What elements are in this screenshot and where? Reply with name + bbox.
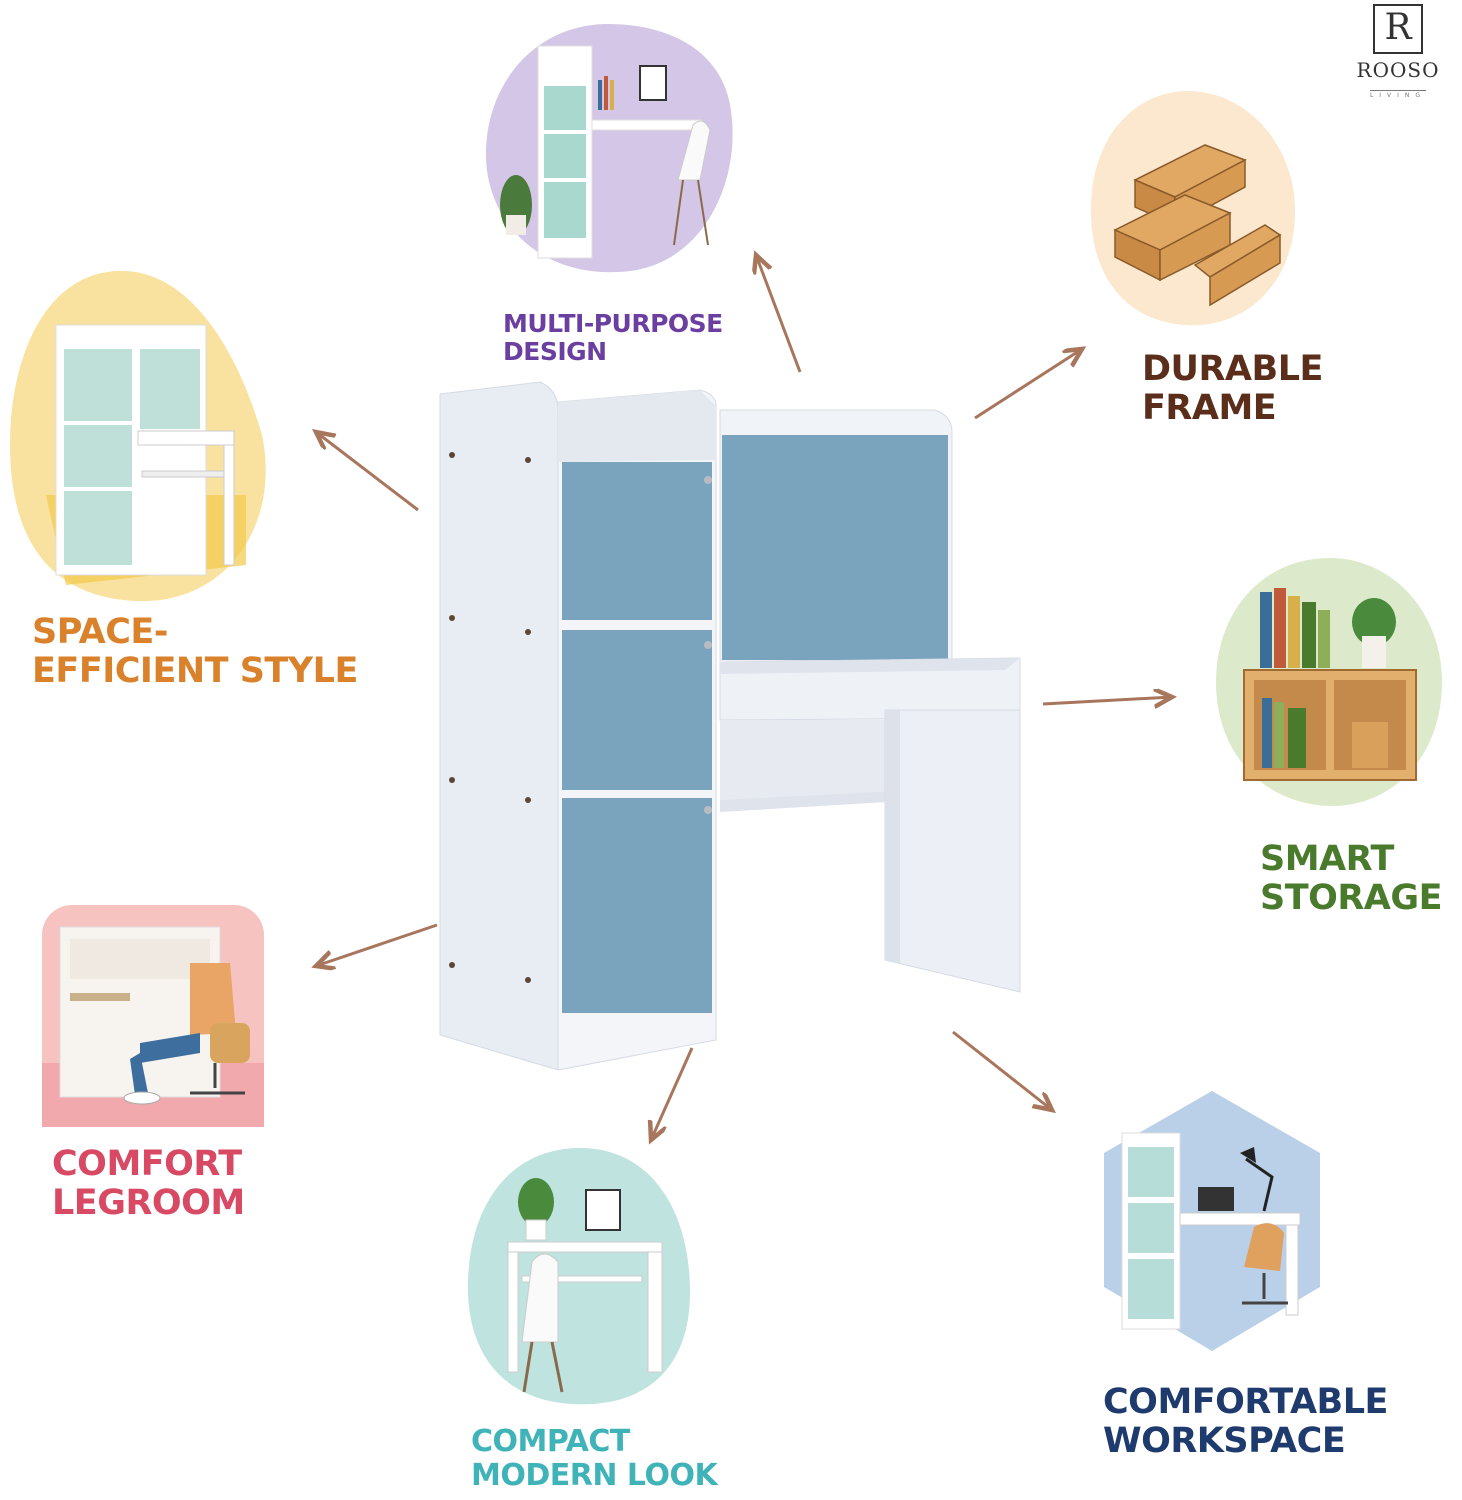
compact-line1: COMPACT — [471, 1424, 630, 1459]
durable-frame-illustration — [1090, 90, 1296, 326]
legroom-line1: COMFORT — [52, 1144, 242, 1184]
arrow-legroom — [316, 923, 438, 966]
compact-line2: MODERN LOOK — [471, 1457, 718, 1493]
study-desk-illustration — [439, 381, 1021, 1071]
arrow-durable — [974, 349, 1082, 420]
multi-purpose-illustration — [485, 24, 733, 273]
workspace-line1: COMFORTABLE — [1103, 1382, 1388, 1422]
desk-back-panel — [722, 435, 948, 660]
cabinet-door-bottom — [562, 798, 712, 1013]
comfortable-workspace-illustration — [1104, 1091, 1320, 1351]
space-efficient-label: SPACE- EFFICIENT STYLE — [32, 612, 358, 692]
cabinet-door-top — [562, 462, 712, 620]
multi-purpose-line1: MULTI-PURPOSE — [503, 309, 723, 338]
space-line2: EFFICIENT STYLE — [32, 651, 358, 692]
comfort-legroom-illustration — [42, 905, 264, 1127]
workspace-line2: WORKSPACE — [1103, 1421, 1346, 1462]
durable-line1: DURABLE — [1142, 349, 1323, 389]
space-efficient-illustration — [10, 270, 266, 602]
multi-purpose-line2: DESIGN — [503, 337, 607, 366]
compact-modern-illustration — [467, 1148, 690, 1405]
brand-mark: R — [1373, 4, 1423, 54]
arrow-space — [316, 432, 419, 512]
compact-modern-label: COMPACT MODERN LOOK — [471, 1424, 718, 1493]
arrow-workspace — [952, 1030, 1052, 1110]
legroom-line2: LEGROOM — [52, 1183, 245, 1224]
arrow-storage — [1042, 697, 1172, 704]
smart-storage-label: SMART STORAGE — [1260, 839, 1443, 919]
smart-storage-illustration — [1216, 558, 1442, 807]
brand-name: ROOSO — [1356, 58, 1440, 82]
multi-purpose-label: MULTI-PURPOSE DESIGN — [503, 310, 723, 366]
storage-line1: SMART — [1260, 839, 1394, 879]
space-line1: SPACE- — [32, 612, 168, 652]
durable-frame-label: DURABLE FRAME — [1142, 349, 1323, 429]
cabinet-door-middle — [562, 630, 712, 790]
arrow-compact — [651, 1047, 694, 1140]
comfortable-workspace-label: COMFORTABLE WORKSPACE — [1103, 1382, 1388, 1462]
comfort-legroom-label: COMFORT LEGROOM — [52, 1144, 245, 1224]
brand-logo: R ROOSO LIVING — [1336, 4, 1460, 104]
durable-line2: FRAME — [1142, 388, 1277, 429]
storage-line2: STORAGE — [1260, 878, 1443, 919]
arrow-multi-purpose — [756, 255, 802, 373]
brand-subtitle: LIVING — [1369, 90, 1427, 99]
